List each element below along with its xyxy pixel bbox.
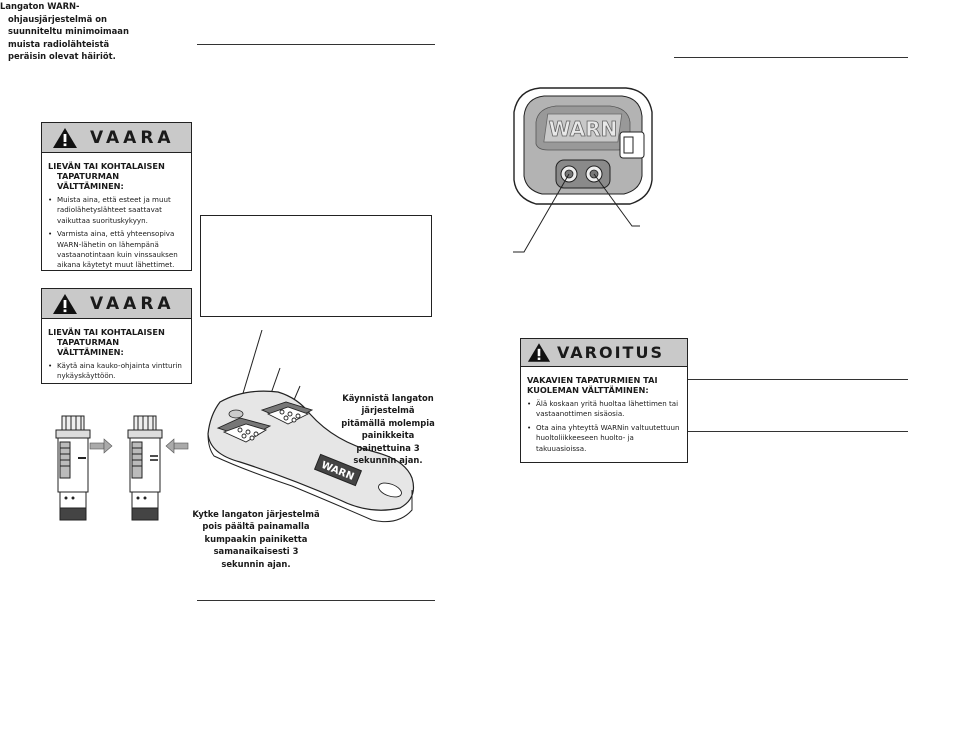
warning-subtitle-line: KUOLEMAN VÄLTTÄMINEN:: [527, 385, 649, 395]
receiver-logo: WARN: [543, 113, 623, 143]
divider: [674, 379, 908, 380]
blank-frame: [200, 215, 432, 317]
warning-subtitle: LIEVÄN TAI KOHTALAISEN TAPATURMAN VÄLTTÄ…: [42, 319, 191, 357]
divider: [197, 600, 435, 601]
arrow-left-icon: [165, 438, 189, 454]
caption-line: järjestelmä: [361, 405, 415, 416]
leader-lines: [513, 173, 640, 253]
warning-word: VAARA: [90, 127, 175, 148]
warning-triangle-icon: [527, 343, 551, 362]
warning-word: VAARA: [90, 293, 175, 314]
receiver-illustration: WARN: [513, 87, 653, 253]
warning-list: Muista aina, että esteet ja muut radiolä…: [42, 191, 191, 280]
arrow-right-icon: [89, 438, 113, 454]
caption-line: kumpaakin painiketta: [204, 533, 308, 544]
stop-caption: Kytke langaton järjestelmä pois päältä p…: [186, 508, 326, 570]
warning-header: VAARA: [42, 123, 191, 153]
warning-bullet: Käytä aina kauko-ohjainta vintturin nykä…: [48, 361, 185, 382]
warning-subtitle-line: TAPATURMAN VÄLTTÄMINEN:: [57, 171, 124, 191]
receiver-plug-illustration: [55, 415, 189, 521]
note-line: Langaton WARN-: [0, 1, 80, 11]
warning-subtitle: VAKAVIEN TAPATURMIEN TAI KUOLEMAN VÄLTTÄ…: [521, 367, 687, 395]
warning-subtitle-line: VAKAVIEN TAPATURMIEN TAI: [527, 375, 658, 385]
button-pad-right: [260, 401, 314, 425]
warning-bullet: Varmista aina, että yhteensopiva WARN-lä…: [48, 229, 185, 271]
caution-warning-box: VAROITUS VAKAVIEN TAPATURMIEN TAI KUOLEM…: [520, 338, 688, 463]
caption-line: pois päältä painamalla: [202, 521, 310, 532]
warning-bullet: Muista aina, että esteet ja muut radiolä…: [48, 195, 185, 226]
warning-subtitle-line: LIEVÄN TAI KOHTALAISEN: [48, 327, 165, 337]
warning-triangle-icon: [53, 293, 77, 314]
warning-bullet: Älä koskaan yritä huoltaa lähettimen tai…: [527, 399, 681, 420]
divider: [674, 57, 908, 58]
danger-warning-box: VAARA LIEVÄN TAI KOHTALAISEN TAPATURMAN …: [41, 122, 192, 271]
plug-right: [127, 415, 163, 521]
warning-subtitle-line: LIEVÄN TAI KOHTALAISEN: [48, 161, 165, 171]
warning-list: Käytä aina kauko-ohjainta vintturin nykä…: [42, 357, 191, 391]
danger-warning-box: VAARA LIEVÄN TAI KOHTALAISEN TAPATURMAN …: [41, 288, 192, 384]
warning-header: VAARA: [42, 289, 191, 319]
receiver-logo-text: WARN: [549, 117, 618, 141]
note-line: muista radiolähteistä: [8, 38, 110, 49]
caption-line: samanaikaisesti 3: [213, 546, 299, 557]
caption-line: sekunnin ajan.: [221, 558, 291, 569]
status-light: [228, 409, 244, 419]
caption-line: painikkeita: [361, 430, 415, 441]
caption-line: Kytke langaton järjestelmä: [192, 509, 320, 519]
lanyard-slot: [378, 482, 402, 498]
note-line: ohjausjärjestelmä on: [8, 13, 107, 24]
caption-line: painettuina 3: [356, 442, 420, 453]
note-line: suunniteltu minimoimaan: [8, 26, 129, 36]
divider: [197, 44, 435, 45]
remote-body: [207, 390, 415, 511]
caption-line: pitämällä molempia: [341, 417, 435, 428]
warning-list: Älä koskaan yritä huoltaa lähettimen tai…: [521, 395, 687, 463]
caption-line: Käynnistä langaton: [342, 393, 434, 403]
warning-header: VAROITUS: [521, 339, 687, 367]
warning-subtitle-line: TAPATURMAN VÄLTTÄMINEN:: [57, 337, 124, 357]
warning-word: VAROITUS: [557, 343, 664, 362]
note-line: peräisin olevat häiriöt.: [8, 51, 116, 61]
start-caption: Käynnistä langaton järjestelmä pitämällä…: [338, 392, 438, 466]
plug-left: [55, 415, 91, 521]
button-pad-left: [216, 417, 272, 443]
receiver-jacks: [555, 159, 611, 189]
warning-bullet: Ota aina yhteyttä WARNin valtuutettuun h…: [527, 423, 681, 454]
divider: [674, 431, 908, 432]
caption-line: sekunnin ajan.: [353, 455, 423, 466]
warning-triangle-icon: [53, 127, 77, 148]
warning-subtitle: LIEVÄN TAI KOHTALAISEN TAPATURMAN VÄLTTÄ…: [42, 153, 191, 191]
wireless-note: Langaton WARN- ohjausjärjestelmä on suun…: [0, 0, 140, 63]
remote-control-illustration: WARN: [207, 330, 415, 523]
